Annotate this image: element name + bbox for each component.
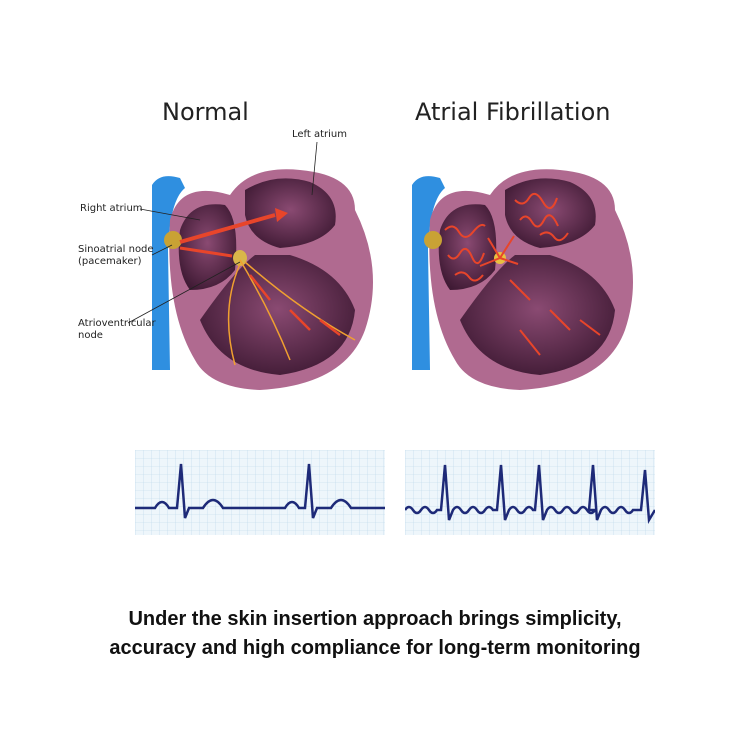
caption-line-1: Under the skin insertion approach brings…	[128, 608, 622, 630]
right-atrium-chamber	[178, 204, 237, 290]
label-av-node-2: node	[78, 330, 103, 341]
normal-ecg-strip	[135, 450, 385, 535]
label-sa-node-1: Sinoatrial node	[78, 244, 154, 255]
normal-ecg-trace	[135, 463, 385, 519]
sa-node	[164, 231, 182, 249]
aorta-vessel	[152, 176, 185, 370]
normal-title: Normal	[162, 98, 249, 126]
af-heart-illustration	[412, 169, 633, 390]
normal-heart-illustration	[152, 169, 373, 390]
af-title: Atrial Fibrillation	[415, 98, 611, 126]
left-atrium-chamber	[505, 178, 596, 248]
av-node	[233, 250, 247, 266]
label-av-node-1: Atrioventricular	[78, 318, 156, 329]
aorta-vessel	[412, 176, 445, 370]
label-sa-node-2: (pacemaker)	[78, 256, 142, 267]
left-atrium-chamber	[245, 178, 336, 248]
chaotic-signals	[444, 192, 601, 356]
af-ecg-trace	[405, 464, 655, 524]
caption: Under the skin insertion approach brings…	[0, 605, 750, 663]
label-right-atrium: Right atrium	[80, 203, 143, 214]
caption-line-2: accuracy and high compliance for long-te…	[109, 637, 641, 659]
ventricle-chambers	[200, 255, 355, 375]
ventricle-chambers	[460, 255, 615, 375]
label-left-atrium: Left atrium	[292, 129, 348, 140]
right-atrium-chamber	[438, 204, 497, 290]
af-ecg-strip	[405, 450, 655, 535]
sa-node	[424, 231, 442, 249]
